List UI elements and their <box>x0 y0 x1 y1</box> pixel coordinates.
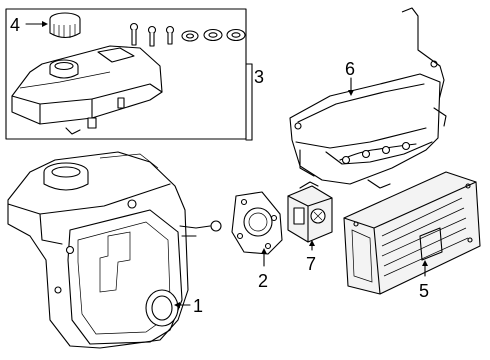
brake-booster-assembly <box>7 151 222 349</box>
mounting-bracket <box>289 7 447 189</box>
callout-4: 4 <box>10 15 20 35</box>
gasket <box>231 191 283 255</box>
fluid-reservoir <box>11 45 163 135</box>
ecu-module <box>343 171 481 295</box>
control-module <box>287 181 333 243</box>
callout-3: 3 <box>254 67 264 87</box>
screws-grommets <box>129 22 246 47</box>
inset-frame <box>5 8 247 140</box>
leader-lines <box>25 21 428 308</box>
callout-1: 1 <box>193 296 203 316</box>
callout-7: 7 <box>306 254 316 274</box>
reservoir-cap <box>49 12 81 39</box>
callout-2: 2 <box>258 271 268 291</box>
callout-5: 5 <box>419 281 429 301</box>
callout-6: 6 <box>345 59 355 79</box>
